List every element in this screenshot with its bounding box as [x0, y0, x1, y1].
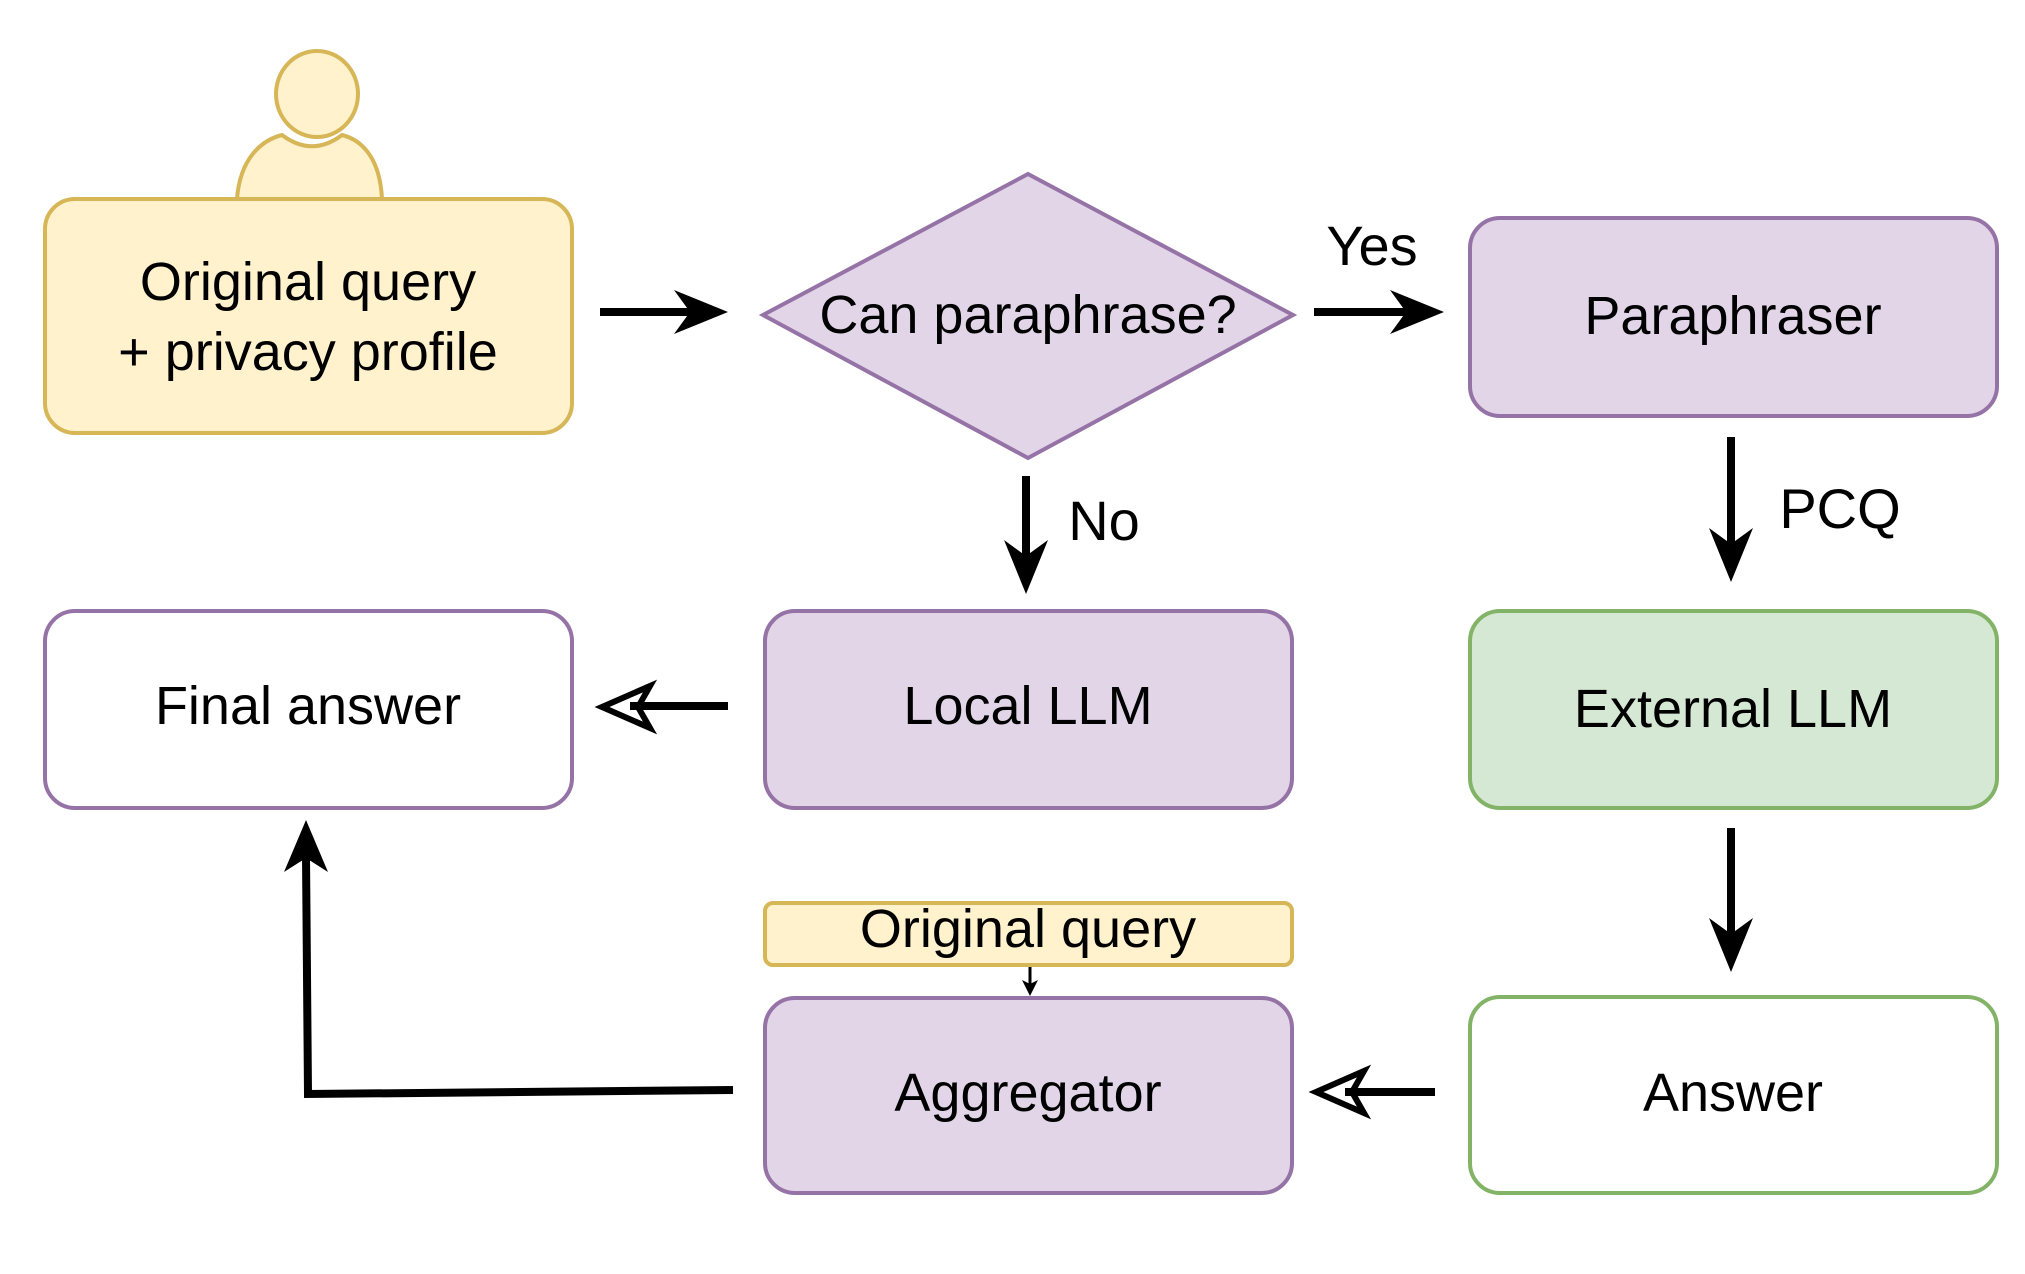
external-llm-box: External LLM	[1468, 609, 1999, 810]
answer-label: Answer	[1643, 1063, 1823, 1123]
arrow-answer-to-aggregator	[1308, 1064, 1435, 1120]
local-llm-box: Local LLM	[763, 609, 1294, 810]
arrows	[284, 290, 1753, 1120]
original-query-small-label: Original query	[860, 899, 1196, 959]
paraphraser-label: Paraphraser	[1584, 286, 1881, 346]
decision-label: Can paraphrase?	[819, 285, 1236, 345]
decision-diamond: Can paraphrase?	[758, 171, 1298, 461]
user-icon	[234, 49, 385, 201]
arrow-external-llm-to-answer	[1709, 828, 1753, 972]
arrow-paraphraser-to-external-llm	[1709, 437, 1753, 582]
external-llm-label: External LLM	[1574, 679, 1892, 739]
arrow-decision-to-paraphraser	[1314, 290, 1444, 334]
local-llm-label: Local LLM	[903, 676, 1152, 736]
aggregator-label: Aggregator	[894, 1063, 1161, 1123]
yes-label: Yes	[1326, 214, 1417, 277]
privacy-profile-line2: + privacy profile	[118, 322, 498, 382]
arrow-original-query-to-aggregator	[1022, 967, 1038, 996]
paraphraser-box: Paraphraser	[1468, 216, 1999, 418]
arrow-local-llm-to-final-answer	[594, 679, 728, 735]
final-answer-label: Final answer	[155, 676, 461, 736]
answer-box: Answer	[1468, 995, 1999, 1195]
original-query-small-box: Original query	[763, 899, 1294, 967]
no-label: No	[1068, 489, 1140, 552]
arrow-decision-to-local-llm	[1004, 476, 1048, 594]
aggregator-box: Aggregator	[763, 996, 1294, 1195]
pcq-label: PCQ	[1779, 477, 1900, 540]
original-query-line1: Original query	[140, 252, 476, 312]
final-answer-box: Final answer	[43, 609, 574, 810]
original-query-profile-box: Original query + privacy profile	[43, 197, 574, 435]
arrow-query-to-decision	[600, 290, 728, 334]
arrow-aggregator-to-final-answer	[284, 820, 734, 1099]
